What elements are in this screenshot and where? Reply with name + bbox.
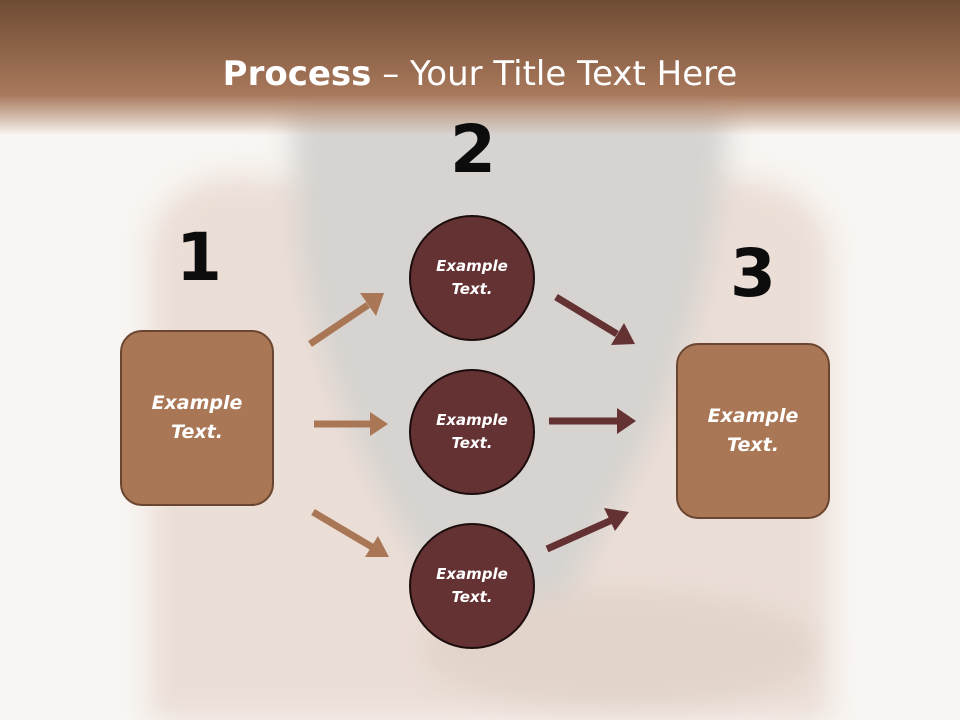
arrow-top-to-3 [554,294,619,337]
arrow-bottom-to-3 [545,516,614,553]
step-2-circle-bottom: Example Text. [409,523,535,649]
step-2-circle-middle: Example Text. [409,369,535,495]
step-3-box: Example Text. [676,343,830,519]
circle-bottom-line-1: Example [436,565,508,583]
step-3-line-2: Text. [727,434,779,456]
title-bar [0,0,960,135]
step-number-2: 2 [450,111,496,188]
step-number-3: 3 [730,235,776,312]
step-1-line-2: Text. [171,421,223,443]
arrow-bottom-to-3-head [604,508,629,531]
step-3-line-1: Example [707,405,799,427]
arrow-middle-to-3-head [617,408,636,434]
page-title: Process – Your Title Text Here [222,54,738,94]
circle-bottom-line-2: Text. [451,588,493,606]
step-number-1: 1 [176,219,222,296]
circle-top-line-2: Text. [451,280,493,298]
circle-middle-line-2: Text. [451,434,493,452]
arrow-1-to-middle-head [370,412,388,436]
step-1-line-1: Example [151,392,243,414]
circle-top-line-1: Example [436,257,508,275]
arrow-1-to-bottom [311,508,374,551]
step-2-circle-top: Example Text. [409,215,535,341]
arrow-1-to-bottom-head [365,536,389,557]
arrow-top-to-3-head [611,323,635,345]
circle-middle-line-1: Example [436,411,508,429]
step-1-box: Example Text. [120,330,274,506]
arrow-1-to-top [308,302,370,347]
arrow-1-to-top-head [360,293,384,316]
